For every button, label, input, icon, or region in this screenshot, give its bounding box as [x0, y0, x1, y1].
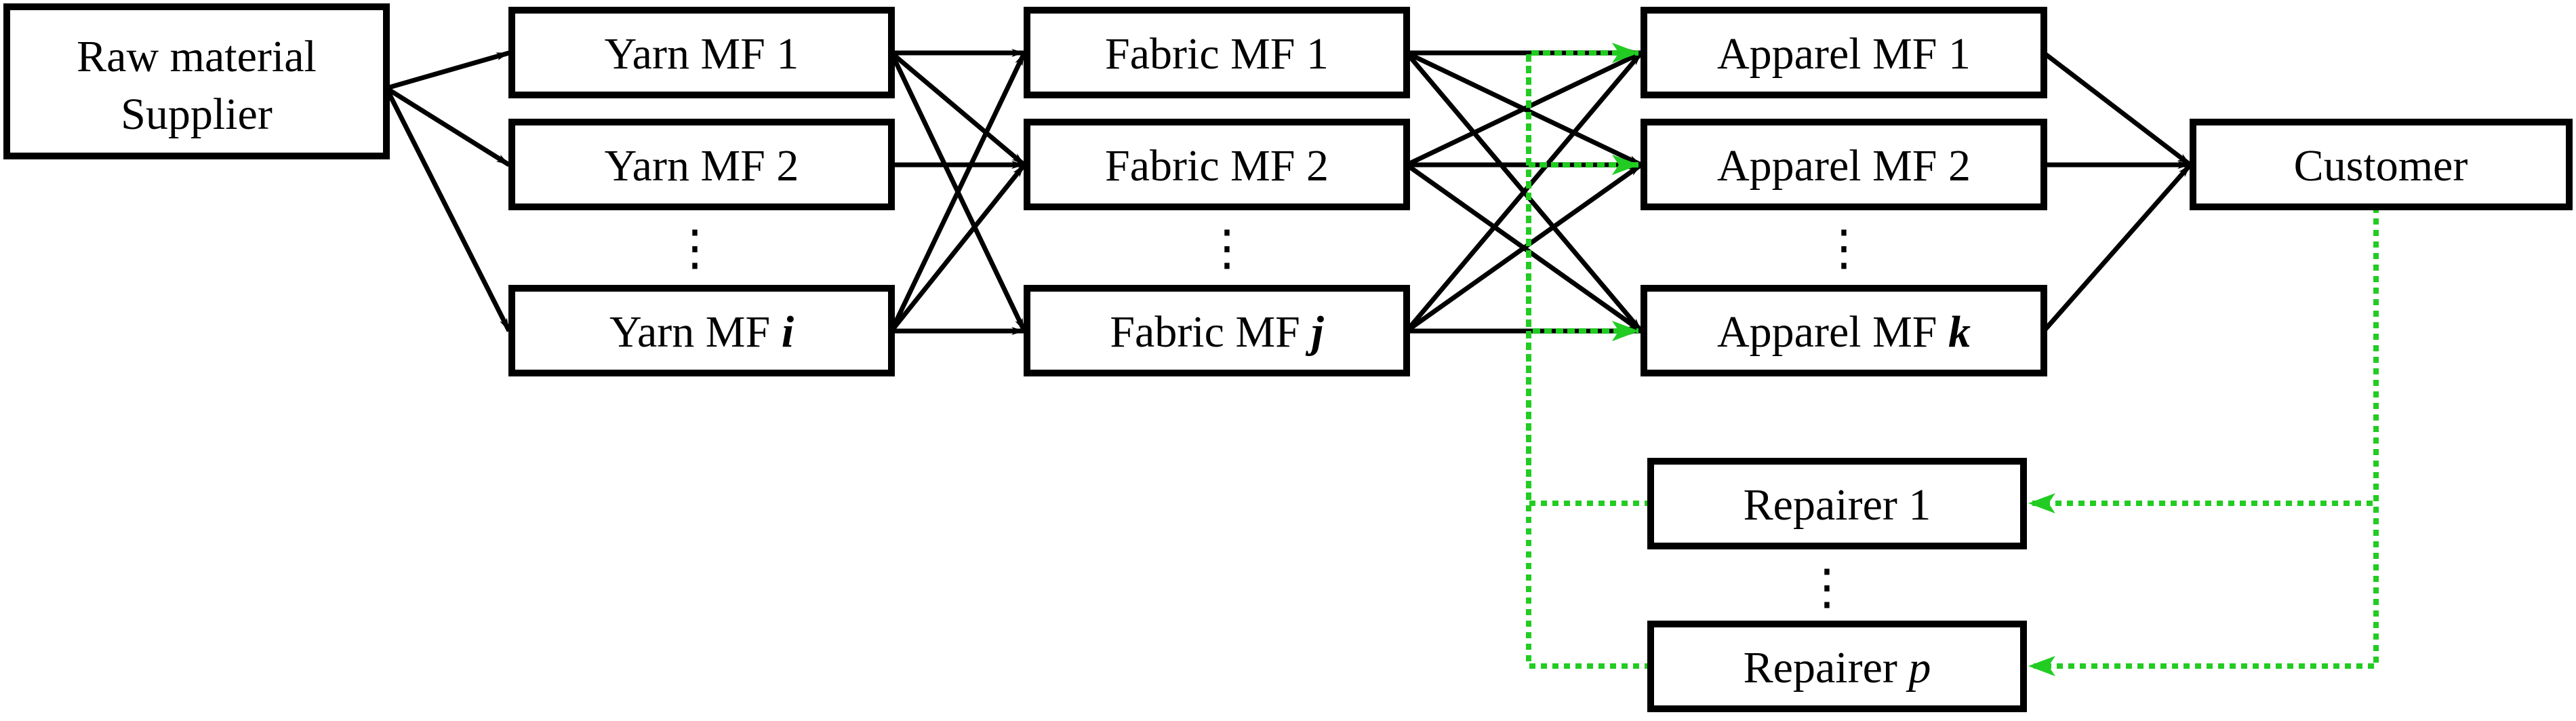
- fabric-j-prefix: Fabric MF: [1110, 307, 1311, 357]
- svg-text:Repairer p: Repairer p: [1744, 643, 1931, 693]
- repairer-p-prefix: Repairer: [1744, 643, 1909, 693]
- edge-yarn_1-to-fabric_2: [889, 51, 1026, 167]
- fabric-1-index: 1: [1306, 29, 1329, 79]
- edge-supplier-to-yarn_i: [384, 87, 512, 332]
- yarn-2-index: 2: [776, 141, 799, 191]
- yarn-1-index: 1: [776, 29, 799, 79]
- apparel-1-prefix: Apparel MF: [1717, 29, 1948, 79]
- svg-text:Apparel MF 2: Apparel MF 2: [1717, 141, 1971, 191]
- node-supplier: Raw material Supplier: [3, 3, 390, 159]
- node-yarn-2: Yarn MF 2: [508, 119, 895, 210]
- edge-supplier-to-yarn_1: [386, 50, 510, 91]
- supplier-label-line-1: Raw material: [77, 32, 317, 81]
- svg-text:Fabric MF 1: Fabric MF 1: [1105, 29, 1329, 79]
- edge-fabric_2-to-apparel_1: [1405, 50, 1643, 168]
- svg-text:Yarn MF i: Yarn MF i: [609, 307, 794, 357]
- apparel-k-index: k: [1948, 307, 1971, 357]
- yarn-1-prefix: Yarn MF: [605, 29, 777, 79]
- yarn-2-prefix: Yarn MF: [605, 141, 777, 191]
- supplier-label-line-2: Supplier: [121, 90, 273, 139]
- edge-customer-to-repairer_p: [2028, 207, 2379, 676]
- svg-text:Repairer 1: Repairer 1: [1744, 480, 1931, 530]
- node-apparel-1: Apparel MF 1: [1641, 7, 2047, 98]
- svg-text:Apparel MF 1: Apparel MF 1: [1717, 29, 1971, 79]
- edge-apparel_k-to-customer: [2042, 163, 2192, 333]
- yarn-ellipsis: ⋮: [670, 221, 719, 275]
- edge-fabric_j-to-apparel_2: [1405, 163, 1643, 333]
- fabric-ellipsis: ⋮: [1203, 221, 1251, 275]
- node-fabric-j: Fabric MF j: [1024, 285, 1410, 376]
- svg-text:Fabric MF j: Fabric MF j: [1110, 307, 1324, 357]
- apparel-ellipsis: ⋮: [1819, 221, 1868, 275]
- reverse-flow-edges: [1526, 43, 2379, 676]
- node-yarn-1: Yarn MF 1: [508, 7, 895, 98]
- yarn-i-index: i: [782, 307, 794, 357]
- apparel-k-prefix: Apparel MF: [1717, 307, 1948, 357]
- node-apparel-k: Apparel MF k: [1641, 285, 2047, 376]
- edge-yarn_i-to-fabric_1: [889, 52, 1027, 332]
- fabric-2-index: 2: [1306, 141, 1329, 191]
- edge-repairer_p-to-apparel_2: [1526, 155, 1651, 669]
- edge-yarn_i-to-fabric_2: [889, 163, 1026, 333]
- node-fabric-2: Fabric MF 2: [1024, 119, 1410, 210]
- edge-repairer_p-to-apparel_1: [1526, 43, 1651, 669]
- node-customer: Customer: [2190, 119, 2573, 210]
- svg-text:Fabric MF 2: Fabric MF 2: [1105, 141, 1329, 191]
- forward-flow-edges: [384, 49, 2192, 335]
- apparel-1-index: 1: [1948, 29, 1971, 79]
- edge-customer-to-repairer_1: [2028, 207, 2379, 513]
- edge-repairer_1-to-apparel_k: [1526, 321, 1651, 506]
- node-yarn-i: Yarn MF i: [508, 285, 895, 376]
- node-fabric-1: Fabric MF 1: [1024, 7, 1410, 98]
- svg-text:Yarn MF 2: Yarn MF 2: [605, 141, 799, 191]
- fabric-2-prefix: Fabric MF: [1105, 141, 1306, 191]
- edge-fabric_j-to-apparel_1: [1405, 51, 1643, 333]
- repairer-p-index: p: [1906, 643, 1931, 693]
- apparel-2-prefix: Apparel MF: [1717, 141, 1948, 191]
- svg-text:Yarn MF 1: Yarn MF 1: [605, 29, 799, 79]
- apparel-2-index: 2: [1948, 141, 1971, 191]
- svg-text:Apparel MF k: Apparel MF k: [1717, 307, 1971, 357]
- node-repairer-p: Repairer p: [1647, 621, 2027, 712]
- fabric-1-prefix: Fabric MF: [1105, 29, 1306, 79]
- edge-repairer_p-to-apparel_k: [1526, 321, 1651, 669]
- node-repairer-1: Repairer 1: [1647, 458, 2027, 549]
- edge-repairer_1-to-apparel_2: [1526, 155, 1651, 506]
- node-apparel-2: Apparel MF 2: [1641, 119, 2047, 210]
- edge-supplier-to-yarn_2: [385, 86, 510, 167]
- customer-label: Customer: [2294, 141, 2468, 191]
- yarn-i-prefix: Yarn MF: [609, 307, 782, 357]
- repairer-1-index: 1: [1908, 480, 1931, 530]
- edge-apparel_1-to-customer: [2042, 51, 2192, 167]
- repairer-ellipsis: ⋮: [1803, 560, 1851, 615]
- repairer-1-prefix: Repairer: [1744, 480, 1909, 530]
